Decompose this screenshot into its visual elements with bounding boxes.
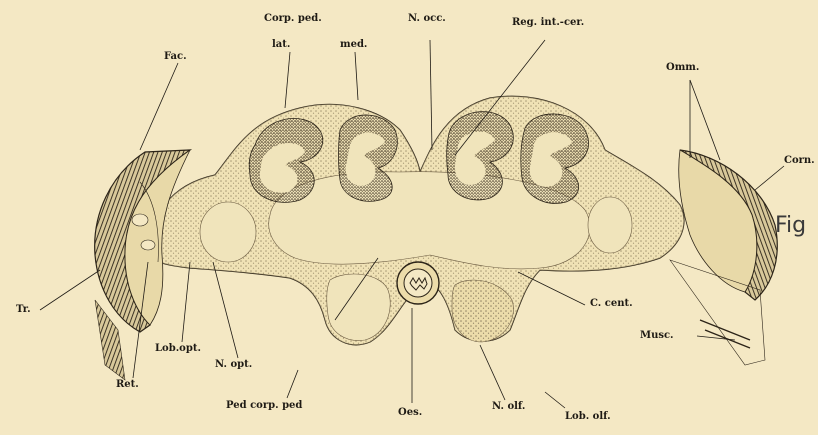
label-lob-olf: Lob. olf.	[565, 412, 611, 422]
label-fig: Fig	[775, 215, 806, 237]
label-omm: Omm.	[666, 63, 699, 73]
optic-lobe-inner-left	[200, 202, 256, 262]
label-c-cent: C. cent.	[590, 299, 633, 309]
label-tr: Tr.	[16, 305, 31, 315]
label-n-occ: N. occ.	[408, 14, 446, 24]
label-corn: Corn.	[784, 156, 815, 166]
label-oes: Oes.	[398, 408, 422, 418]
label-reg-int-cer: Reg. int.-cer.	[512, 18, 584, 28]
label-n-olf: N. olf.	[492, 402, 525, 412]
label-lat: lat.	[272, 40, 290, 50]
label-ped-corp-ped: Ped corp. ped	[226, 401, 302, 411]
oesophagus	[397, 262, 439, 304]
label-fac: Fac.	[164, 52, 187, 62]
label-med: med.	[340, 40, 367, 50]
label-lob-opt: Lob.opt.	[155, 344, 201, 354]
optic-lobe-inner-right	[588, 197, 632, 253]
compound-eye-right	[670, 150, 777, 365]
pedunculus-lobe	[327, 274, 391, 340]
label-ret: Ret.	[116, 380, 139, 390]
label-musc: Musc.	[640, 331, 674, 341]
label-n-opt: N. opt.	[215, 360, 252, 370]
label-corp-ped: Corp. ped.	[264, 14, 322, 24]
